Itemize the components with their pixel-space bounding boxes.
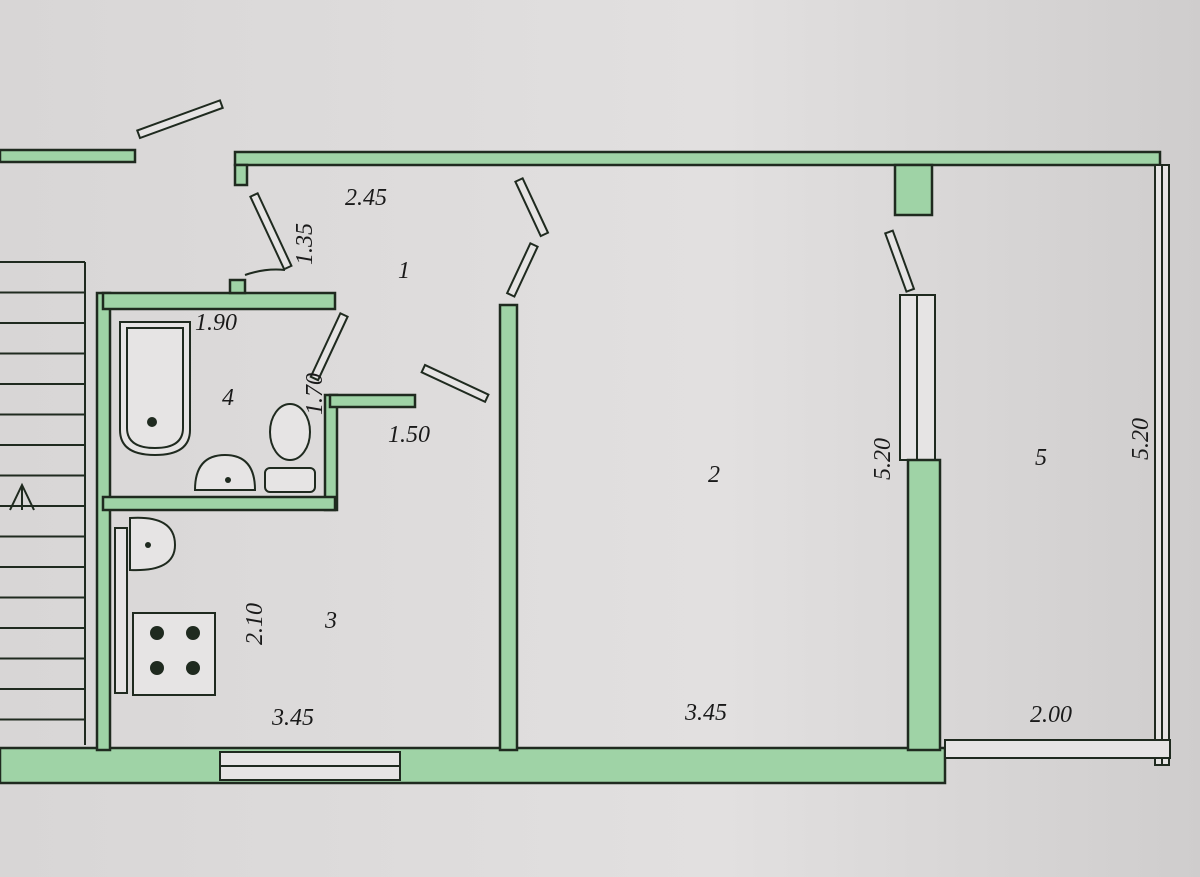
toilet — [269, 403, 311, 461]
room4-number: 4 — [222, 385, 234, 411]
bathtub — [119, 321, 191, 457]
room1-number: 1 — [398, 258, 410, 284]
room2-number: 2 — [708, 462, 720, 488]
top-wall-left — [0, 148, 137, 164]
bathroom-bottom-wall — [101, 495, 337, 512]
bathroom-door — [309, 311, 349, 382]
room1-length: 1.35 — [292, 223, 318, 265]
left-wall — [95, 291, 112, 752]
staircase — [0, 261, 86, 745]
corridor-dim: 1.50 — [388, 422, 430, 448]
room5-width: 2.00 — [1030, 702, 1072, 728]
walls — [0, 148, 1171, 785]
entrance-door — [135, 99, 224, 140]
kitchen-sink — [129, 516, 177, 572]
room4-length: 1.70 — [302, 373, 328, 415]
room3-length: 2.10 — [242, 603, 268, 645]
room-divider-wall — [906, 458, 942, 752]
room3-number: 3 — [324, 608, 337, 634]
room4-width: 1.90 — [195, 310, 237, 336]
room2-length: 5.20 — [870, 438, 896, 480]
room5-length: 5.20 — [1128, 418, 1154, 460]
bathroom-sink — [193, 453, 257, 491]
room1-width: 2.45 — [345, 185, 387, 211]
room2-width: 3.45 — [684, 700, 727, 726]
room5-number: 5 — [1035, 445, 1047, 471]
top-wall — [233, 150, 1162, 167]
room2-door-a — [514, 176, 550, 238]
labels: 2.45 1.35 1 1.90 1.70 4 1.50 2 5.20 3.45… — [195, 185, 1154, 731]
bottom-wall — [0, 746, 947, 785]
corridor-wall — [498, 303, 519, 752]
balcony-door — [883, 229, 916, 293]
kitchen-door — [420, 363, 490, 404]
stove — [132, 612, 216, 696]
column — [893, 163, 934, 217]
door-1 — [249, 191, 293, 271]
balcony-edge — [944, 739, 1171, 759]
partition-stub — [328, 393, 417, 409]
stove-burners — [150, 626, 200, 675]
bathroom-top-wall — [101, 291, 337, 311]
fixtures — [114, 321, 316, 696]
doors — [135, 99, 916, 404]
room3-width: 3.45 — [271, 705, 314, 731]
room2-door-b — [505, 241, 539, 298]
